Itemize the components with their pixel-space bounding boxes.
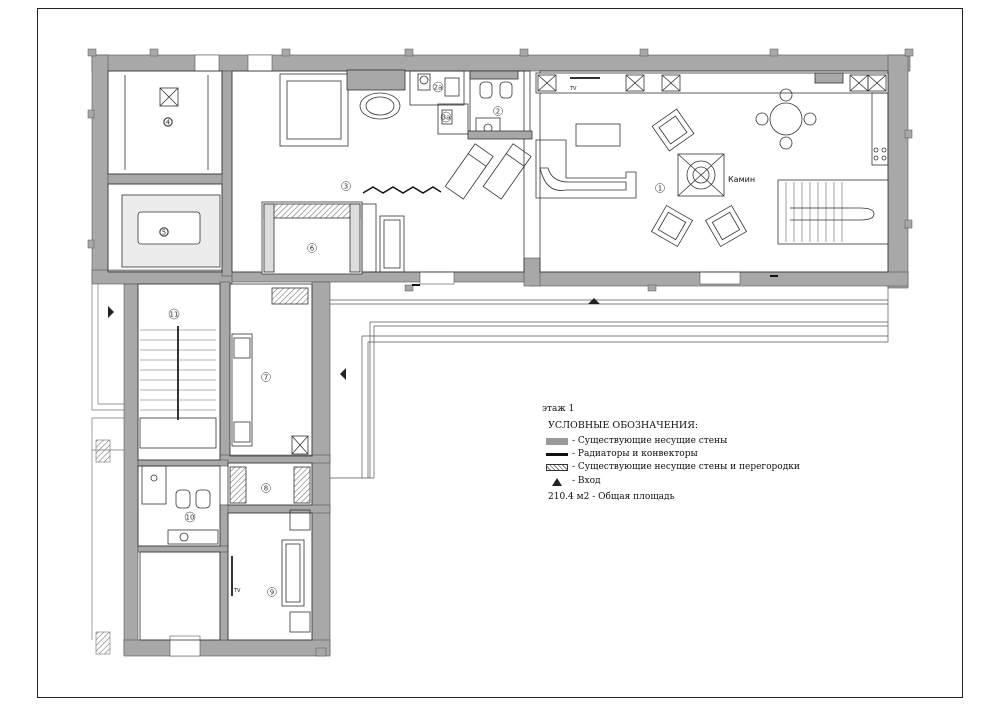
room-number-10: 10 (184, 511, 196, 523)
entrance-triangle-icon (340, 368, 346, 380)
legend-row-entrance: - Вход (546, 476, 601, 487)
legend-heading: УСЛОВНЫЕ ОБОЗНАЧЕНИЯ: (548, 420, 699, 431)
floor-label: этаж 1 (542, 404, 575, 414)
svg-text:3: 3 (344, 183, 348, 191)
svg-text:6: 6 (310, 245, 315, 253)
legend-row-bearing-walls: - Существующие несущие стены (546, 436, 727, 447)
room-11 (137, 283, 221, 461)
room-number-1: 1 (655, 183, 665, 193)
room-number-2: 2 (493, 106, 503, 116)
room-3 (231, 69, 532, 275)
entrance-corridor (330, 286, 889, 479)
room-number-9: 9 (267, 587, 277, 597)
room-labels: 1 2 2a 3 4 5 6 7 8 9 10 11 3a (159, 81, 665, 597)
svg-text:8: 8 (264, 485, 268, 493)
total-area: 210.4 м2 - Общая площадь (548, 492, 675, 502)
room-number-7: 7 (261, 372, 271, 382)
tv-label-1: TV (569, 86, 577, 92)
svg-text:2a: 2a (434, 84, 443, 92)
windows (169, 54, 741, 657)
drawing-frame (37, 8, 963, 698)
room-8 (227, 462, 313, 506)
fireplace-label: Камин (728, 175, 755, 184)
bearing-walls (91, 54, 911, 657)
room-number-3a: 3a (440, 111, 452, 123)
hatched-wall-swatch (546, 464, 568, 472)
legend-row-radiators: - Радиаторы и конвекторы (546, 449, 698, 460)
room-7 (229, 283, 313, 457)
room-number-4: 4 (163, 117, 173, 127)
room-9 (227, 509, 313, 641)
room-5 (107, 183, 223, 273)
svg-text:1: 1 (658, 185, 662, 193)
room-4 (107, 70, 223, 175)
svg-text:2: 2 (496, 108, 500, 116)
room-2 (467, 70, 533, 140)
gray-wall-swatch (546, 438, 568, 446)
entrance-triangle-icon (552, 477, 562, 486)
room-1 (535, 70, 889, 273)
legend-row-walls-partitions: - Существующие несущие стены и перегород… (546, 462, 800, 473)
tv-label-2: TV (233, 588, 241, 594)
room-number-2a: 2a (432, 81, 444, 93)
svg-text:11: 11 (170, 311, 179, 319)
room-number-5: 5 (159, 227, 169, 237)
room-number-3: 3 (341, 181, 351, 191)
room-number-6: 6 (307, 243, 317, 253)
room-10 (137, 465, 221, 547)
svg-text:3a: 3a (442, 114, 451, 122)
entrance-triangle-icon (588, 298, 600, 304)
room-number-11: 11 (168, 308, 180, 320)
room-number-8: 8 (261, 483, 271, 493)
entrance-triangle-icon (108, 306, 114, 318)
svg-text:4: 4 (166, 119, 171, 127)
svg-text:10: 10 (186, 514, 195, 522)
black-line-swatch (546, 453, 568, 457)
svg-text:9: 9 (270, 589, 274, 597)
svg-text:7: 7 (264, 374, 268, 382)
svg-text:5: 5 (162, 229, 166, 237)
